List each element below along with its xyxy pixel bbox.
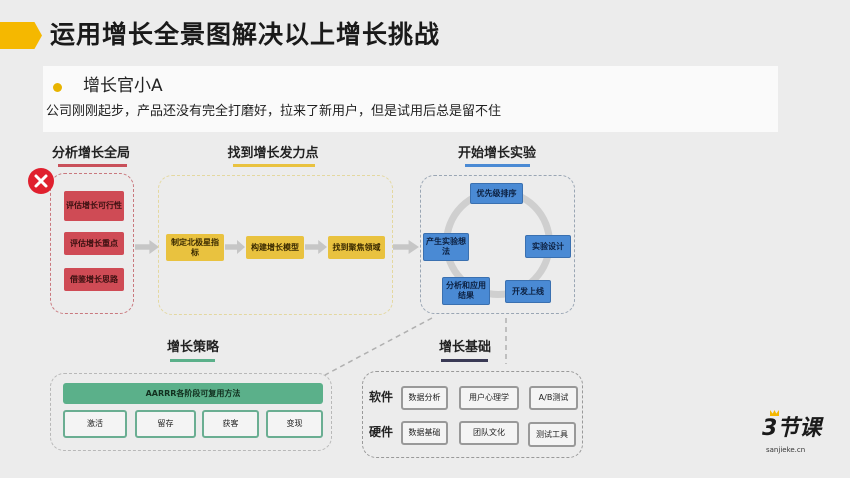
hardware-item: 测试工具 [528, 422, 576, 447]
bullet-dot [53, 83, 62, 92]
hardware-label: 硬件 [369, 425, 394, 439]
underline-foundation [441, 359, 488, 362]
logo: 3节课 [762, 416, 822, 441]
underline-strategy [170, 359, 215, 362]
experiment-group [420, 175, 575, 314]
foundation-group [362, 371, 583, 458]
section-title-find: 找到增长发力点 [227, 146, 319, 161]
experiment-item: 开发上线 [505, 280, 551, 303]
experiment-item: 分析和应用结果 [442, 277, 490, 305]
find-item: 制定北极星指标 [166, 234, 224, 261]
strategy-item: 获客 [202, 410, 259, 438]
underline-find [233, 164, 315, 167]
case-heading: 增长官小A [83, 76, 163, 96]
experiment-item: 产生实验想法 [423, 233, 469, 261]
software-item: A/B测试 [529, 386, 578, 410]
experiment-item: 优先级排序 [470, 183, 523, 204]
section-title-strategy: 增长策略 [166, 340, 220, 355]
strategy-item: 变现 [266, 410, 323, 438]
analyze-group [50, 173, 134, 314]
software-item: 用户心理学 [459, 386, 519, 410]
section-title-analyze: 分析增长全局 [51, 146, 131, 161]
analyze-item: 评估增长重点 [64, 232, 124, 255]
hardware-item: 团队文化 [459, 421, 519, 445]
analyze-item: 评估增长可行性 [64, 191, 124, 221]
underline-experiment [465, 164, 530, 167]
analyze-item: 借鉴增长思路 [64, 268, 124, 291]
logo-url: sanjieke.cn [766, 446, 806, 454]
find-item: 构建增长模型 [246, 236, 304, 259]
hardware-item: 数据基础 [401, 421, 448, 445]
underline-analyze [58, 164, 127, 167]
software-label: 软件 [369, 390, 394, 404]
section-title-foundation: 增长基础 [438, 340, 492, 355]
case-text: 公司刚刚起步，产品还没有完全打磨好，拉来了新用户，但是试用后总是留不住 [46, 104, 502, 119]
find-group [158, 175, 393, 315]
section-title-experiment: 开始增长实验 [457, 146, 537, 161]
aarrr-bar: AARRR各阶段可复用方法 [63, 383, 323, 404]
software-item: 数据分析 [401, 386, 448, 410]
error-x-icon [28, 168, 54, 194]
strategy-item: 激活 [63, 410, 127, 438]
crown-icon [770, 410, 779, 416]
case-card [43, 66, 778, 132]
page-title: 运用增长全景图解决以上增长挑战 [50, 20, 441, 49]
experiment-item: 实验设计 [525, 235, 571, 258]
strategy-item: 留存 [135, 410, 196, 438]
title-flag [0, 22, 42, 49]
strategy-group [50, 373, 332, 451]
find-item: 找到聚焦领域 [328, 236, 385, 259]
